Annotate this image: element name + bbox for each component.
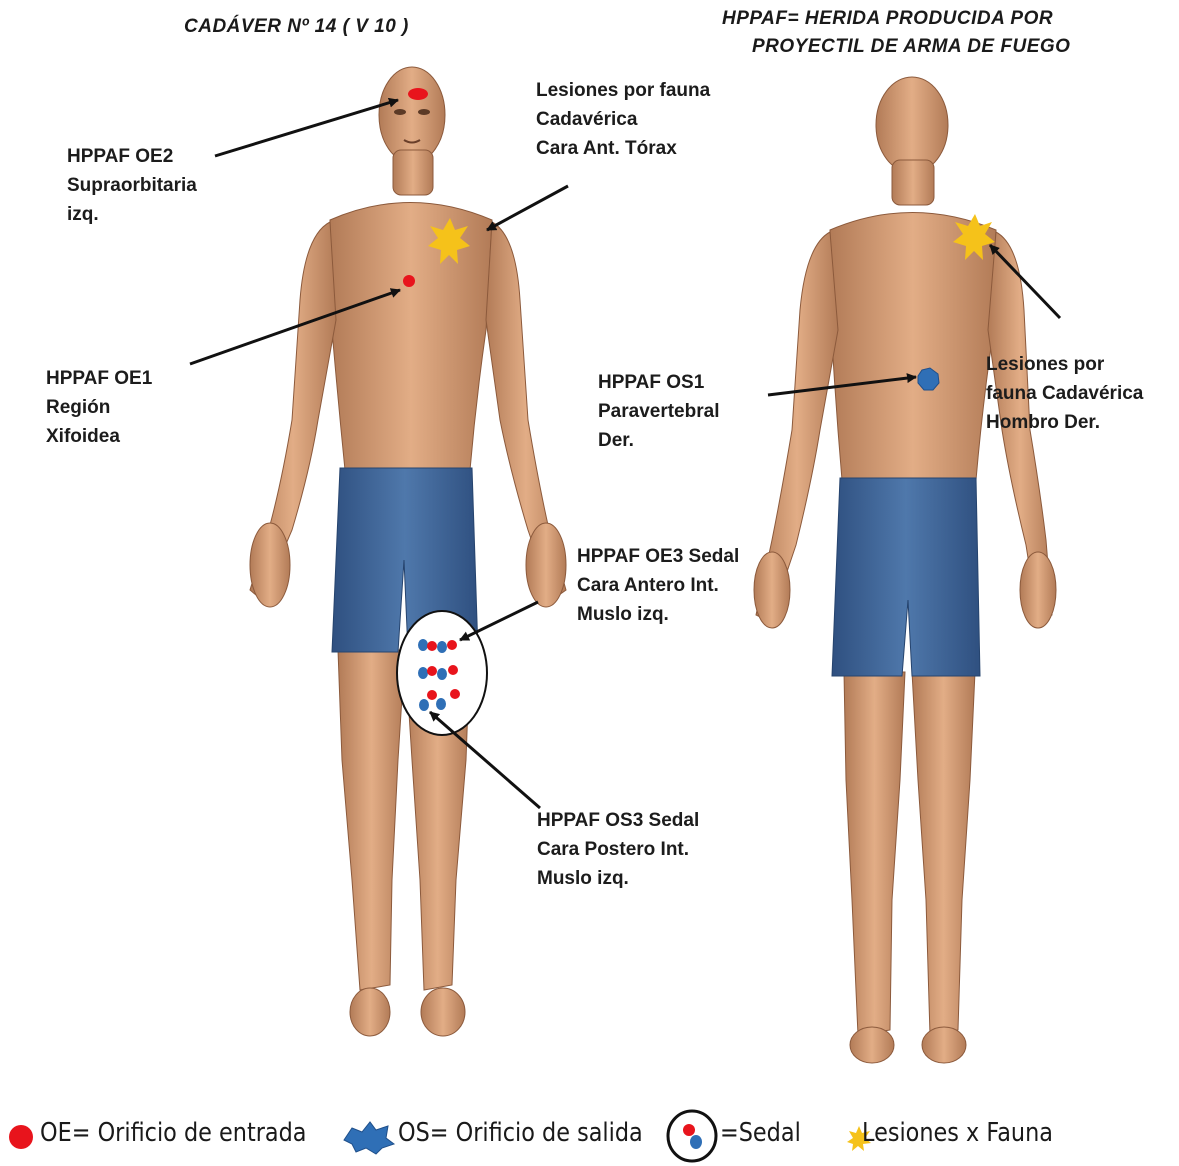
label-fauna-torax-line3: Cara Ant. Tórax: [536, 134, 710, 163]
label-os1-line2: Paravertebral: [598, 397, 719, 426]
label-oe1-line1: HPPAF OE1: [46, 364, 152, 393]
label-fauna-hombro: Lesiones por fauna Cadavérica Hombro Der…: [986, 350, 1143, 437]
label-os3-line3: Muslo izq.: [537, 864, 699, 893]
legend-os-text: OS= Orificio de salida: [398, 1118, 643, 1148]
label-oe2: HPPAF OE2 Supraorbitaria izq.: [67, 142, 197, 229]
label-os1: HPPAF OS1 Paravertebral Der.: [598, 368, 719, 455]
label-fauna-hombro-line3: Hombro Der.: [986, 408, 1143, 437]
entry-wound-legend-icon: [6, 1122, 36, 1152]
label-oe3-line3: Muslo izq.: [577, 600, 739, 629]
legend-oe-text: OE= Orificio de entrada: [40, 1118, 307, 1148]
label-oe3-line2: Cara Antero Int.: [577, 571, 739, 600]
arrow-fauna-torax: [487, 186, 568, 230]
label-fauna-hombro-line2: fauna Cadavérica: [986, 379, 1143, 408]
legend-sedal-text: =Sedal: [720, 1118, 801, 1148]
sedal-legend-icon: [664, 1108, 720, 1164]
entry-wound-oe2-marker: [408, 88, 428, 100]
label-fauna-torax-line2: Cadavérica: [536, 105, 710, 134]
sedal-detail-circle: [397, 611, 487, 735]
label-os1-line3: Der.: [598, 426, 719, 455]
exit-wound-legend-icon: [340, 1118, 396, 1156]
entry-wound-oe1-marker: [403, 275, 415, 287]
label-oe2-line2: Supraorbitaria: [67, 171, 197, 200]
label-os3-line2: Cara Postero Int.: [537, 835, 699, 864]
label-oe1-line3: Xifoidea: [46, 422, 152, 451]
legend-fauna-text: Lesiones x Fauna: [862, 1118, 1053, 1148]
label-oe2-line1: HPPAF OE2: [67, 142, 197, 171]
label-fauna-hombro-line1: Lesiones por: [986, 350, 1143, 379]
label-fauna-torax-line1: Lesiones por fauna: [536, 76, 710, 105]
back-figure: [754, 77, 1056, 1063]
arrow-oe2: [215, 100, 398, 156]
label-oe1: HPPAF OE1 Región Xifoidea: [46, 364, 152, 451]
label-oe1-line2: Región: [46, 393, 152, 422]
label-os3-line1: HPPAF OS3 Sedal: [537, 806, 699, 835]
label-oe2-line3: izq.: [67, 200, 197, 229]
label-os1-line1: HPPAF OS1: [598, 368, 719, 397]
label-os3: HPPAF OS3 Sedal Cara Postero Int. Muslo …: [537, 806, 699, 893]
label-fauna-torax: Lesiones por fauna Cadavérica Cara Ant. …: [536, 76, 710, 163]
label-oe3: HPPAF OE3 Sedal Cara Antero Int. Muslo i…: [577, 542, 739, 629]
label-oe3-line1: HPPAF OE3 Sedal: [577, 542, 739, 571]
